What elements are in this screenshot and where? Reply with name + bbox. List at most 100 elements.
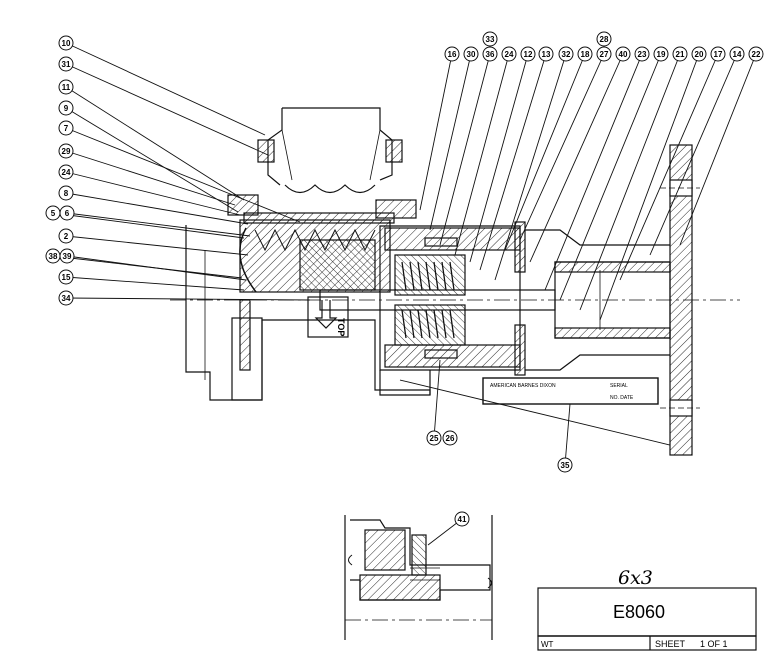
svg-text:27: 27 <box>600 50 609 59</box>
svg-text:39: 39 <box>63 252 72 261</box>
balloon-16: 16 <box>444 46 460 62</box>
leader-2 <box>65 235 249 256</box>
balloon-26: 26 <box>442 430 458 446</box>
leader-12 <box>469 53 529 263</box>
balloon-39: 39 <box>59 248 75 264</box>
balloon-30: 30 <box>463 46 479 62</box>
leader-lines <box>52 42 757 546</box>
leader-32 <box>494 53 567 281</box>
svg-text:22: 22 <box>752 50 761 59</box>
balloon-7: 7 <box>58 120 74 136</box>
leader-15 <box>65 276 245 291</box>
balloon-22: 22 <box>748 46 764 62</box>
leader-34 <box>65 297 311 301</box>
leader-24 <box>65 171 241 216</box>
svg-text:11: 11 <box>62 83 71 92</box>
leader-25 <box>433 359 441 439</box>
svg-text:17: 17 <box>714 50 723 59</box>
svg-text:26: 26 <box>446 434 455 443</box>
balloon-24: 24 <box>501 46 517 62</box>
leader-29 <box>65 150 236 206</box>
pump-assembly <box>170 107 740 456</box>
title-block <box>537 587 757 651</box>
svg-text:2: 2 <box>64 232 69 241</box>
svg-text:32: 32 <box>562 50 571 59</box>
balloon-20: 20 <box>691 46 707 62</box>
balloon-35: 35 <box>557 457 573 473</box>
leader-30 <box>429 53 472 231</box>
weight-label: WT <box>541 640 554 649</box>
leader-10 <box>65 42 266 136</box>
sheet-value: 1 OF 1 <box>700 639 728 649</box>
balloon-31: 31 <box>58 56 74 72</box>
svg-text:16: 16 <box>448 50 457 59</box>
svg-text:18: 18 <box>581 50 590 59</box>
svg-text:28: 28 <box>600 35 609 44</box>
balloon-10: 10 <box>58 35 74 51</box>
leader-24 <box>454 53 510 256</box>
svg-text:35: 35 <box>561 461 570 470</box>
leader-40 <box>529 53 624 263</box>
leader-14 <box>649 53 738 256</box>
svg-text:24: 24 <box>505 50 514 59</box>
leader-31 <box>65 63 269 156</box>
leader-6 <box>66 212 251 237</box>
balloon-34: 34 <box>58 290 74 306</box>
balloon-32: 32 <box>558 46 574 62</box>
leader-7 <box>65 127 301 223</box>
svg-text:24: 24 <box>62 168 71 177</box>
leader-27 <box>519 53 605 241</box>
size-note: 6x3 <box>618 567 653 589</box>
leader-36 <box>439 53 491 246</box>
balloon-25: 25 <box>426 430 442 446</box>
balloon-6: 6 <box>59 205 75 221</box>
svg-text:33: 33 <box>486 35 495 44</box>
svg-text:30: 30 <box>467 50 476 59</box>
leader-17 <box>619 53 719 281</box>
balloon-9: 9 <box>58 100 74 116</box>
drawing-number: E8060 <box>613 602 665 622</box>
balloon-19: 19 <box>653 46 669 62</box>
svg-text:25: 25 <box>430 434 439 443</box>
balloon-2: 2 <box>58 228 74 244</box>
balloon-21: 21 <box>672 46 688 62</box>
svg-text:31: 31 <box>62 60 71 69</box>
svg-text:6: 6 <box>65 209 70 218</box>
detail-view <box>344 515 493 640</box>
balloon-40: 40 <box>615 46 631 62</box>
svg-text:41: 41 <box>458 515 467 524</box>
svg-text:29: 29 <box>62 147 71 156</box>
balloon-24: 24 <box>58 164 74 180</box>
balloon-36: 36 <box>482 46 498 62</box>
leader-20 <box>599 53 700 321</box>
svg-text:14: 14 <box>733 50 742 59</box>
balloon-41: 41 <box>454 511 470 527</box>
balloon-23: 23 <box>634 46 650 62</box>
svg-text:9: 9 <box>64 104 69 113</box>
flow-label: TOP <box>336 318 346 336</box>
leader-16 <box>419 53 453 211</box>
balloon-29: 29 <box>58 143 74 159</box>
svg-text:19: 19 <box>657 50 666 59</box>
svg-text:38: 38 <box>49 252 58 261</box>
svg-text:8: 8 <box>64 189 69 198</box>
balloon-15: 15 <box>58 269 74 285</box>
leader-19 <box>559 53 662 301</box>
svg-text:13: 13 <box>542 50 551 59</box>
leader-21 <box>579 53 681 311</box>
svg-text:34: 34 <box>62 294 71 303</box>
leader-35 <box>564 403 571 466</box>
leader-18 <box>504 53 586 251</box>
balloon-14: 14 <box>729 46 745 62</box>
leader-22 <box>679 53 757 246</box>
nameplate-line3: NO. DATE <box>610 395 634 401</box>
svg-text:10: 10 <box>62 39 71 48</box>
balloon-11: 11 <box>58 79 74 95</box>
svg-text:23: 23 <box>638 50 647 59</box>
leader-9 <box>65 107 239 213</box>
svg-text:40: 40 <box>619 50 628 59</box>
svg-text:21: 21 <box>676 50 685 59</box>
leader-23 <box>544 53 643 291</box>
